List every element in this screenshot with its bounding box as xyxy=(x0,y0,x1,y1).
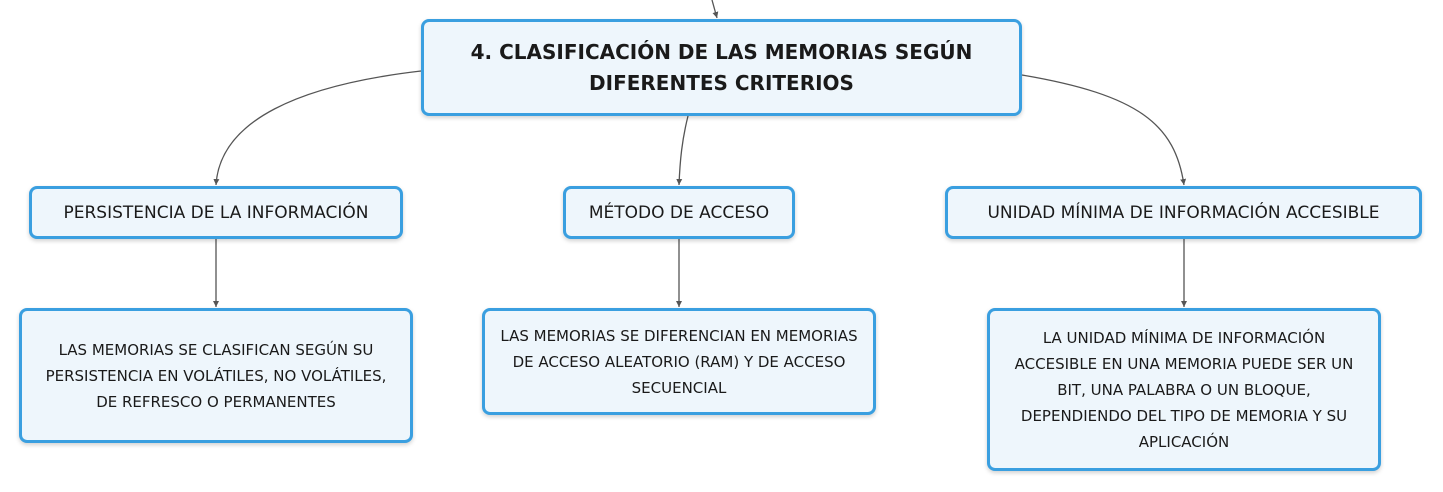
branch-node-persistence[interactable]: PERSISTENCIA DE LA INFORMACIÓN xyxy=(29,186,403,239)
connector-root-to-branch-2 xyxy=(676,115,689,186)
root-topic-node[interactable]: 4. CLASIFICACIÓN DE LAS MEMORIAS SEGÚN D… xyxy=(421,19,1022,116)
detail-text-access-method: LAS MEMORIAS SE DIFERENCIAN EN MEMORIAS … xyxy=(500,326,858,397)
branch-label-access-method: MÉTODO DE ACCESO xyxy=(588,202,770,223)
detail-node-min-unit[interactable]: LA UNIDAD MÍNIMA DE INFORMACIÓN ACCESIBL… xyxy=(987,308,1381,471)
detail-node-access-method[interactable]: LAS MEMORIAS SE DIFERENCIAN EN MEMORIAS … xyxy=(482,308,876,415)
detail-node-persistence[interactable]: LAS MEMORIAS SE CLASIFICAN SEGÚN SU PERS… xyxy=(19,308,413,443)
detail-text-min-unit: LA UNIDAD MÍNIMA DE INFORMACIÓN ACCESIBL… xyxy=(1014,328,1354,451)
root-topic-label: 4. CLASIFICACIÓN DE LAS MEMORIAS SEGÚN D… xyxy=(470,39,973,95)
detail-text-persistence: LAS MEMORIAS SE CLASIFICAN SEGÚN SU PERS… xyxy=(45,340,387,411)
branch-label-min-unit: UNIDAD MÍNIMA DE INFORMACIÓN ACCESIBLE xyxy=(987,202,1380,223)
connector-root-to-branch-3 xyxy=(1021,74,1187,186)
branch-label-persistence: PERSISTENCIA DE LA INFORMACIÓN xyxy=(63,202,369,223)
connector-parent-to-root xyxy=(711,0,719,19)
connector-root-to-branch-1 xyxy=(213,70,422,186)
branch-node-access-method[interactable]: MÉTODO DE ACCESO xyxy=(563,186,795,239)
branch-node-min-unit[interactable]: UNIDAD MÍNIMA DE INFORMACIÓN ACCESIBLE xyxy=(945,186,1422,239)
